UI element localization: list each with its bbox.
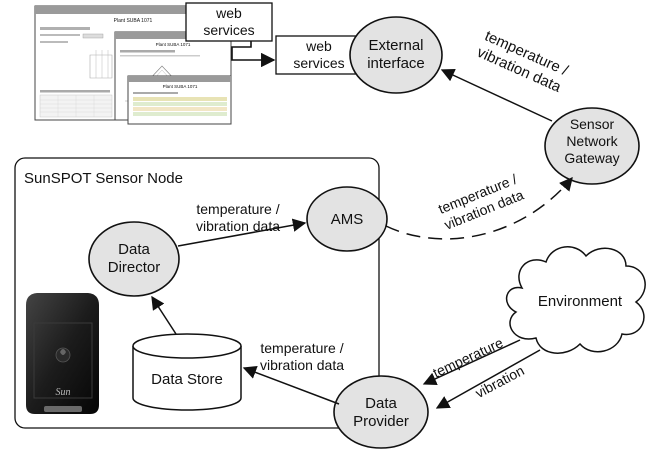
environment-label: Environment: [538, 293, 623, 310]
data-provider-line-2: Provider: [353, 413, 409, 430]
external-interface-line-1: External: [368, 37, 423, 54]
gateway-line-2: Network: [566, 133, 618, 149]
gateway-line-3: Gateway: [564, 150, 619, 166]
web-services-1-link: [231, 41, 276, 68]
web-services-2-line-2: services: [293, 55, 344, 71]
screenshot-title-3: Plant SUBA 1071: [163, 84, 198, 89]
label-provider-to-store-line-2: vibration data: [260, 357, 344, 373]
node-ams: AMS: [306, 186, 388, 252]
web-services-box-2: web services: [275, 35, 363, 75]
sensor-node-title: SunSPOT Sensor Node: [24, 170, 183, 187]
director-to-ams-arrow: [177, 218, 307, 247]
sunspot-device-image: Sun: [26, 293, 99, 414]
gateway-line-1: Sensor: [570, 116, 615, 132]
store-to-director-arrow: [151, 295, 177, 335]
ams-label: AMS: [331, 211, 364, 228]
web-services-box-1: web services: [185, 2, 273, 42]
web-services-2-line-1: web: [305, 38, 332, 54]
data-store-label: Data Store: [151, 371, 223, 388]
node-external-interface: External interface: [349, 16, 443, 94]
label-gateway-to-external: temperature / vibration data: [474, 27, 571, 96]
label-provider-to-store: temperature / vibration data: [260, 340, 344, 373]
label-vibration: vibration: [473, 362, 527, 401]
data-provider-line-1: Data: [365, 395, 397, 412]
provider-to-store-arrow: [242, 365, 340, 405]
data-director-line-2: Director: [108, 259, 161, 276]
data-director-line-1: Data: [118, 241, 150, 258]
web-services-1-line-2: services: [203, 22, 254, 38]
node-data-director: Data Director: [88, 221, 180, 297]
label-director-to-ams-line-2: vibration data: [196, 218, 280, 234]
ams-to-gateway-dashed-arrow: [385, 176, 573, 240]
screenshot-title-1: Plant SUBA 1071: [114, 18, 153, 24]
label-provider-to-store-line-1: temperature /: [260, 340, 343, 356]
screenshot-window-3: Plant SUBA 1071: [127, 75, 232, 125]
label-director-to-ams-line-1: temperature /: [196, 201, 279, 217]
label-temperature: temperature: [430, 334, 505, 380]
gateway-to-external-arrow: [440, 68, 553, 122]
web-services-1-line-1: web: [215, 5, 242, 21]
label-ams-to-gateway: temperature / vibration data: [436, 171, 526, 233]
node-sensor-network-gateway: Sensor Network Gateway: [544, 107, 640, 185]
screenshot-title-2: Plant SUBA 1071: [156, 42, 191, 47]
node-environment: Environment: [505, 246, 646, 354]
external-interface-line-2: interface: [367, 55, 425, 72]
environment-temperature-arrow: [422, 339, 521, 386]
environment-vibration-arrow: [435, 349, 541, 409]
node-data-provider: Data Provider: [333, 375, 429, 449]
label-director-to-ams: temperature / vibration data: [196, 201, 280, 234]
node-data-store: Data Store: [132, 333, 242, 411]
device-logo-text: Sun: [56, 387, 71, 398]
